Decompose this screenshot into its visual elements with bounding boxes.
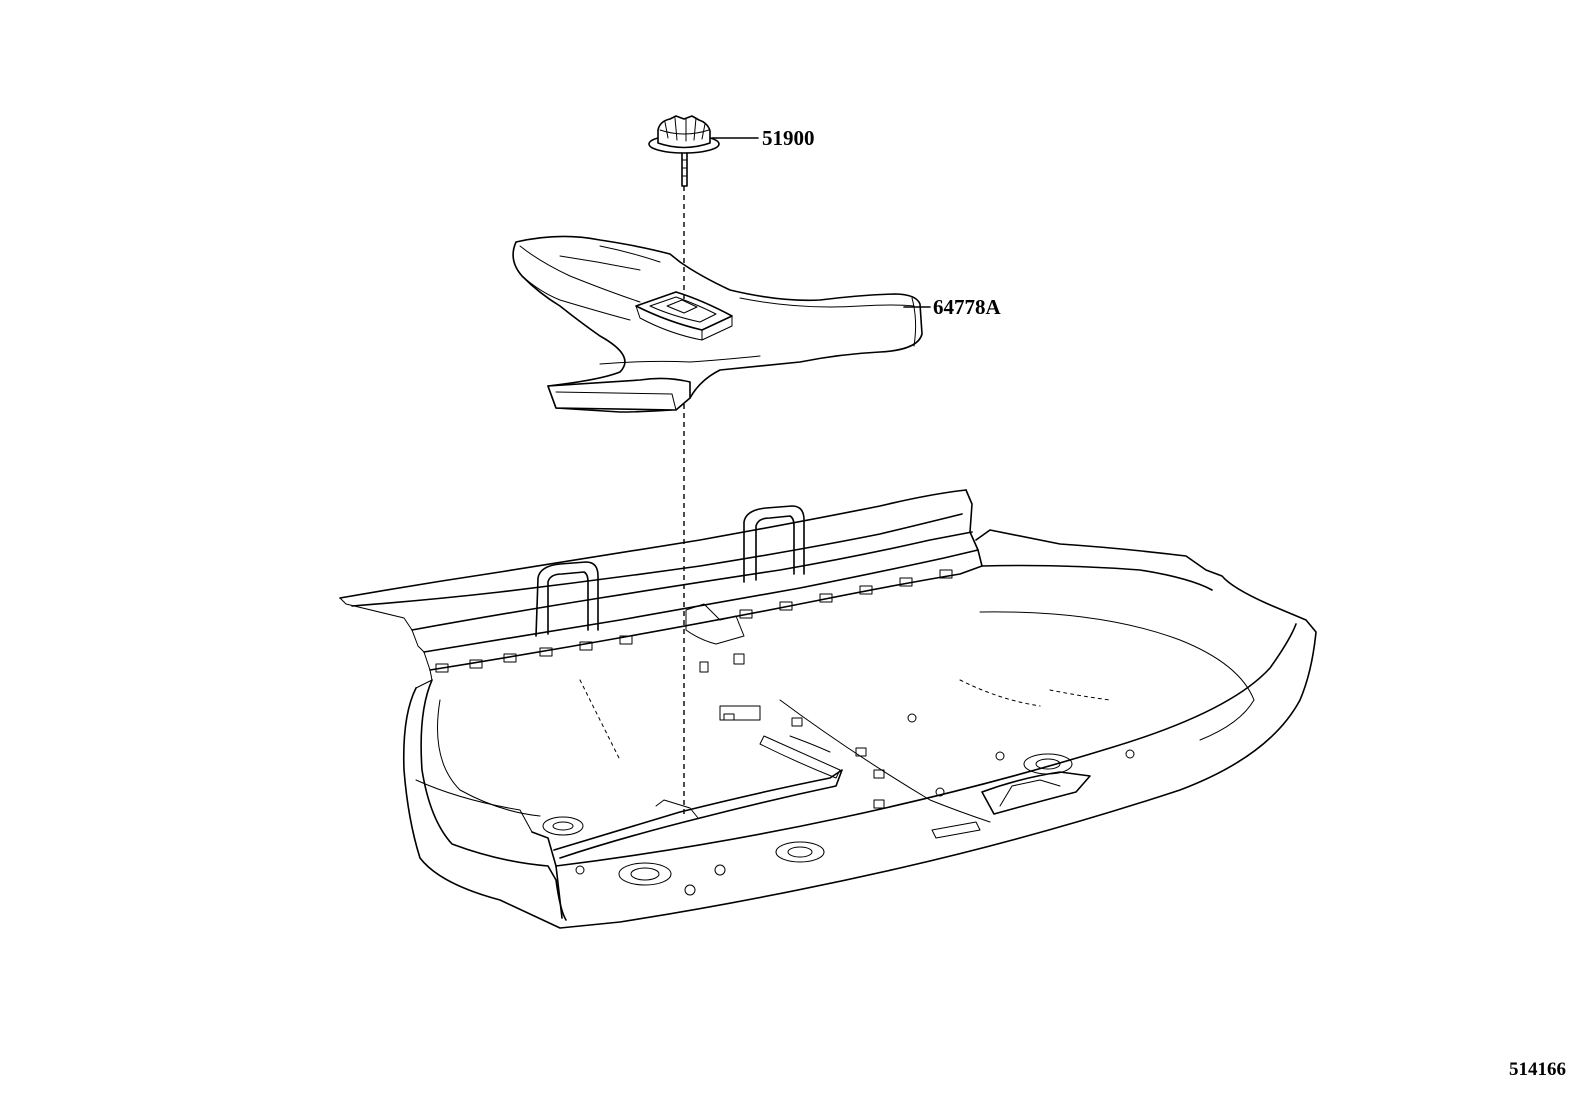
floor-holes <box>542 653 1135 896</box>
floor-pan-drawing <box>339 489 1317 929</box>
figure-number: 514166 <box>1509 1059 1566 1080</box>
support-pad-drawing <box>512 235 923 413</box>
crossmember-holes <box>435 569 953 673</box>
part-number-64778A: 64778A <box>933 295 1002 319</box>
cap-nut-drawing <box>648 115 720 187</box>
part-number-51900: 51900 <box>762 126 815 150</box>
